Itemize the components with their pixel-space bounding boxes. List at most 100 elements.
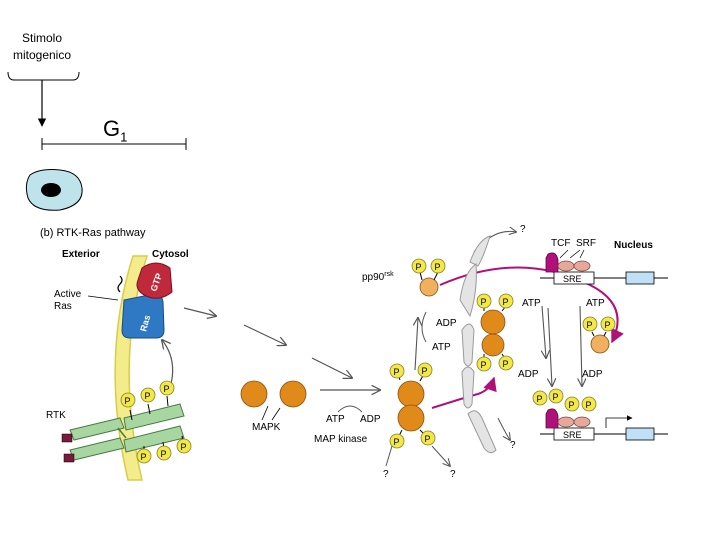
pp90rsk-label: pp90rsk xyxy=(362,271,394,283)
phosphate-nuclear-pp90-2-label: P xyxy=(605,320,611,330)
phosphate-nuclear-pp90-2: P xyxy=(600,316,616,332)
pp90-label: pp90 xyxy=(362,272,385,283)
phosphate-tcf-1: P xyxy=(532,390,548,406)
tcf-label: TCF xyxy=(551,238,570,249)
phosphate-nuclear-mapk-4-label: P xyxy=(503,359,509,369)
phosphate-mapkinase-1: P xyxy=(389,363,405,379)
sre-label-bottom: SRE xyxy=(563,430,582,440)
phosphate-nuclear-pp90-1: P xyxy=(582,316,598,332)
phosphate-rtk-3: P xyxy=(159,380,175,396)
atp-label-srf: ATP xyxy=(586,298,605,309)
map-kinase-label: MAP kinase xyxy=(314,434,368,445)
srf-subunit-2-top xyxy=(573,260,591,272)
stimulus-label-line1: Stimolo xyxy=(21,31,62,45)
ras-to-raf-arrow xyxy=(183,307,216,316)
phosphate-nuclear-mapk-1: P xyxy=(476,293,492,309)
phosphate-nuclear-mapk-3-label: P xyxy=(481,360,487,370)
tcf-protein-bottom xyxy=(545,408,559,429)
rtk-label: RTK xyxy=(46,410,66,421)
mapk-subunit-1 xyxy=(240,380,268,408)
atp-label-pp90: ATP xyxy=(432,342,451,353)
adp-label-pp90: ADP xyxy=(436,318,457,329)
map-kinase-subunit-2 xyxy=(397,404,425,432)
gene-box-bottom xyxy=(625,427,655,441)
gene-box-top xyxy=(625,271,655,285)
srf-subunit-1-bottom xyxy=(557,416,575,428)
phosphate-nuclear-mapk-3: P xyxy=(476,356,492,372)
phosphate-rtk-4: P xyxy=(136,448,152,464)
active-ras-label-line1: Active xyxy=(54,289,82,300)
mapk-label: MAPK xyxy=(252,422,281,433)
adp-atp-curve-pp90 xyxy=(421,311,427,343)
rsk-superscript: rsk xyxy=(384,271,394,278)
cell-nucleus-icon xyxy=(41,183,61,197)
nuclear-mapk-subunit-1 xyxy=(480,309,506,335)
phosphate-mapkinase-3-label: P xyxy=(394,437,400,447)
phosphate-pp90-2-label: P xyxy=(435,262,441,272)
map-kinase-output-arrows xyxy=(385,445,450,466)
phosphate-srf-2: P xyxy=(581,396,597,412)
map-kinase-to-pp90-arrow xyxy=(415,318,418,371)
panel-title: (b) RTK-Ras pathway xyxy=(40,227,146,239)
rtk-receptor xyxy=(61,403,185,463)
phosphate-rtk-6: P xyxy=(176,438,192,454)
phosphate-nuclear-mapk-2: P xyxy=(498,293,514,309)
active-ras-label-line2: Ras xyxy=(54,301,72,312)
cascade-arrow-2 xyxy=(311,357,352,378)
srf-subunit-1-top xyxy=(557,260,575,272)
tcf-phosphorylation-arrow xyxy=(548,307,552,386)
srf-label: SRF xyxy=(576,238,596,249)
phosphate-rtk-2-label: P xyxy=(145,391,151,401)
ras-label: Ras xyxy=(138,314,152,333)
gtp-molecule xyxy=(136,262,173,299)
g1-subscript: 1 xyxy=(120,129,128,145)
phosphate-nuclear-mapk-4: P xyxy=(498,355,514,371)
phosphate-mapkinase-4: P xyxy=(420,430,436,446)
sre-box-top xyxy=(553,271,595,285)
pp90rsk-protein xyxy=(419,277,439,297)
phosphate-srf-1: P xyxy=(564,396,580,412)
tcf-protein-top xyxy=(545,252,559,273)
exterior-label: Exterior xyxy=(62,249,100,260)
g1-phase-label: G1 xyxy=(103,116,127,144)
stimulus-label-line2: mitogenico xyxy=(12,48,72,62)
atp-label-tcf: ATP xyxy=(522,298,541,309)
question-mark-mapk-right: ? xyxy=(450,469,456,480)
question-mark-mapk-left: ? xyxy=(383,469,389,480)
stimulus-label: Stimolo mitogenico xyxy=(4,30,80,64)
phosphate-srf-1-label: P xyxy=(569,400,575,410)
active-ras-pointer xyxy=(87,295,119,301)
phosphate-pp90-1-label: P xyxy=(416,262,422,272)
phosphate-mapkinase-2: P xyxy=(417,362,433,378)
atp-adp-arrow-tcf xyxy=(542,305,546,358)
phosphate-rtk-1: P xyxy=(120,392,136,408)
phosphate-groups: P P P P P P P P P P P P P P P P P P P P … xyxy=(120,258,616,464)
adp-label-mapk: ADP xyxy=(360,414,381,425)
phosphate-tcf-2: P xyxy=(548,388,564,404)
phosphate-nuclear-pp90-1-label: P xyxy=(587,320,593,330)
map-kinase-to-nucleus-arrow xyxy=(431,376,497,409)
phosphate-rtk-5: P xyxy=(156,445,172,461)
nuclear-pp90rsk xyxy=(590,334,610,354)
phosphate-rtk-3-label: P xyxy=(164,384,170,394)
phosphate-rtk-2: P xyxy=(140,387,156,403)
atp-adp-arrow-srf xyxy=(580,305,582,386)
sre-box-bottom xyxy=(553,427,595,441)
atp-adp-curve xyxy=(337,405,363,413)
phosphate-rtk-1-label: P xyxy=(125,396,131,406)
phosphate-pp90-1: P xyxy=(411,258,427,274)
phosphate-tcf-2-label: P xyxy=(553,392,559,402)
unknown-arrow-nucleus xyxy=(497,417,510,440)
phosphate-pp90-2: P xyxy=(430,258,446,274)
phosphate-rtk-6-label: P xyxy=(181,442,187,452)
phosphate-mapkinase-4-label: P xyxy=(425,434,431,444)
adp-label-tcf: ADP xyxy=(518,369,539,380)
question-mark-nucleus: ? xyxy=(510,440,516,451)
nucleus-label: Nucleus xyxy=(614,240,653,251)
phosphate-rtk-4-label: P xyxy=(141,452,147,462)
phosphate-mapkinase-1-label: P xyxy=(394,367,400,377)
phosphate-nuclear-mapk-1-label: P xyxy=(481,297,487,307)
ras-anchor-squiggle xyxy=(117,275,123,293)
atp-label-mapk: ATP xyxy=(326,414,345,425)
